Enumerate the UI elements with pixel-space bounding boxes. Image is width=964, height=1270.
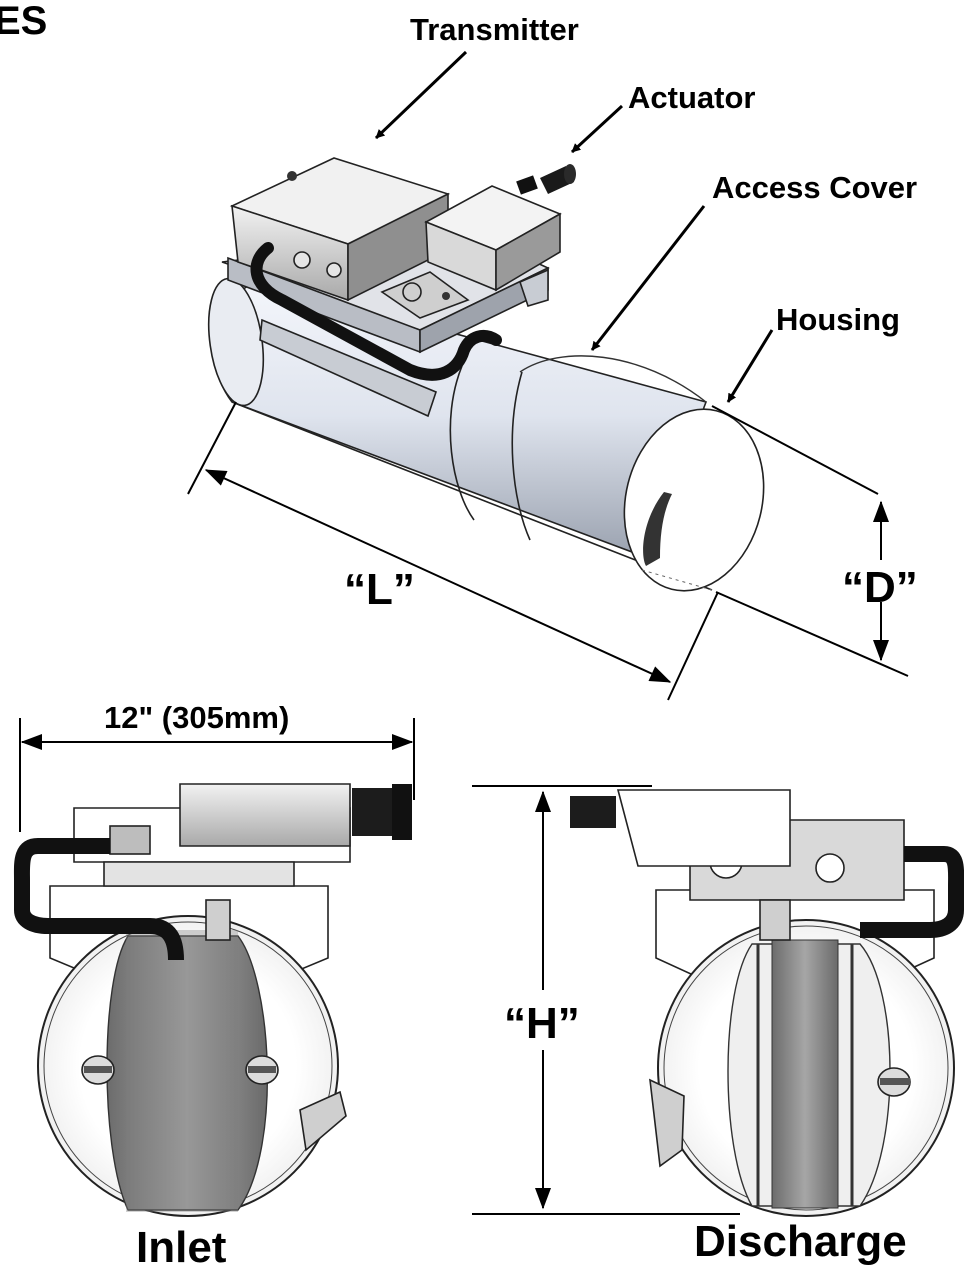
length-label: “L” (344, 565, 415, 614)
callout-leaders (374, 50, 774, 403)
actuator-unit (380, 164, 576, 319)
width-label: 12" (305mm) (104, 700, 289, 735)
actuator-leader (570, 104, 624, 154)
transmitter-leader (374, 50, 468, 140)
inlet-label: Inlet (136, 1223, 227, 1270)
transmitter-label: Transmitter (410, 12, 579, 47)
housing-leader (726, 329, 774, 403)
access-cover-label: Access Cover (712, 170, 917, 205)
header-title-fragment: ES (0, 0, 47, 43)
inlet-view (13, 783, 412, 1217)
height-dimension (472, 785, 740, 1215)
discharge-view (570, 789, 964, 1217)
isometric-view (207, 157, 765, 592)
diameter-dimension (711, 405, 909, 677)
width-dimension (19, 718, 415, 832)
housing-tube (207, 277, 765, 592)
access-cover-leader (590, 205, 706, 351)
diameter-label: “D” (842, 563, 918, 612)
length-dimension (187, 401, 719, 701)
housing-label: Housing (776, 302, 900, 337)
height-label: “H” (504, 999, 580, 1048)
transmitter-box (229, 157, 451, 302)
signal-tubing (250, 242, 502, 381)
discharge-label: Discharge (694, 1217, 907, 1266)
actuator-label: Actuator (628, 80, 755, 115)
